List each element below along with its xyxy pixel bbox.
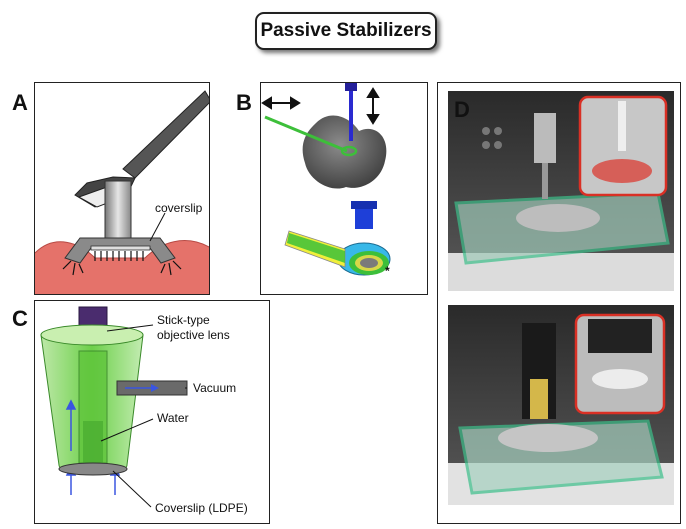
figure-title: Passive Stabilizers xyxy=(255,12,437,50)
panel-letter-b: B xyxy=(236,90,252,115)
panel-letter-c: C xyxy=(12,306,28,331)
panel-letter-d: D xyxy=(454,97,470,122)
panel-a-illustration xyxy=(35,90,209,294)
coverslip-ldpe-label: Coverslip (LDPE) xyxy=(155,501,248,515)
objective-label-line1: Stick-type xyxy=(157,313,210,327)
photo-top xyxy=(448,91,674,291)
panel-b: * xyxy=(260,82,428,295)
panel-c: Stick-type objective lens Vacuum Water C… xyxy=(34,300,270,524)
objective-label-line2: objective lens xyxy=(157,328,230,342)
panel-d: D xyxy=(437,82,681,524)
panel-c-illustration xyxy=(40,306,188,508)
panel-a: coverslip xyxy=(34,82,210,295)
water-label: Water xyxy=(157,411,189,425)
panel-d-photos: D xyxy=(448,91,674,505)
panel-b-illustration: * xyxy=(261,83,391,278)
photo-bottom xyxy=(448,305,674,505)
panel-letter-a: A xyxy=(12,90,28,115)
svg-text:*: * xyxy=(385,264,390,278)
coverslip-label: coverslip xyxy=(155,201,203,215)
vacuum-label: Vacuum xyxy=(193,381,237,395)
